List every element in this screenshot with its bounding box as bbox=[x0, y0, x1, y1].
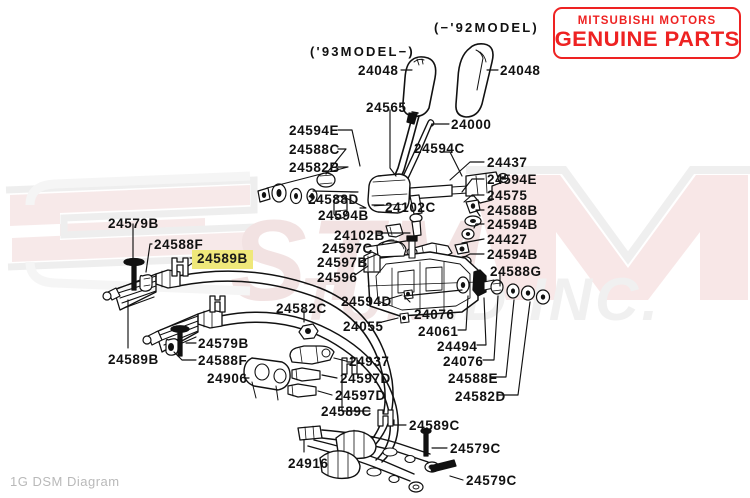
part-label-24588D: 24588D bbox=[308, 192, 359, 207]
part-label-24916: 24916 bbox=[288, 456, 329, 471]
part-label-24579B-b: 24579B bbox=[198, 336, 249, 351]
part-label-24588G: 24588G bbox=[490, 264, 542, 279]
part-label-24597C: 24597C bbox=[322, 241, 373, 256]
part-label-24494: 24494 bbox=[437, 339, 478, 354]
part-label-24589C-b: 24589C bbox=[409, 418, 460, 433]
part-label-24594B-a: 24594B bbox=[487, 217, 538, 232]
part-label-24579B-a: 24579B bbox=[108, 216, 159, 231]
model-note-92: (−'92MODEL) bbox=[434, 20, 539, 35]
part-label-24588C: 24588C bbox=[289, 142, 340, 157]
part-label-24596: 24596 bbox=[317, 270, 358, 285]
part-label-24579C-a: 24579C bbox=[450, 441, 501, 456]
part-label-24076-b: 24076 bbox=[443, 354, 484, 369]
part-label-24055: 24055 bbox=[343, 319, 384, 334]
part-label-24594E-b: 24594E bbox=[487, 172, 538, 187]
part-label-24594C: 24594C bbox=[414, 141, 465, 156]
part-label-24589B-b: 24589B bbox=[108, 352, 159, 367]
part-label-24102C: 24102C bbox=[385, 200, 436, 215]
part-label-24906: 24906 bbox=[207, 371, 248, 386]
part-label-24588F-a: 24588F bbox=[154, 237, 204, 252]
part-label-24597D-b: 24597D bbox=[335, 388, 386, 403]
part-label-24588E: 24588E bbox=[448, 371, 499, 386]
part-label-24437: 24437 bbox=[487, 155, 528, 170]
part-label-24597D-a: 24597D bbox=[340, 371, 391, 386]
part-label-24102B: 24102B bbox=[334, 228, 385, 243]
part-label-24427: 24427 bbox=[487, 232, 528, 247]
part-label-24588B: 24588B bbox=[487, 203, 538, 218]
part-label-24582C: 24582C bbox=[276, 301, 327, 316]
part-label-24000: 24000 bbox=[451, 117, 492, 132]
part-label-24594E-a: 24594E bbox=[289, 123, 340, 138]
mitsubishi-genuine-parts-badge: MITSUBISHI MOTORS GENUINE PARTS bbox=[553, 7, 741, 59]
part-label-24589B-highlighted[interactable]: 24589B bbox=[192, 250, 253, 269]
part-label-24594D: 24594D bbox=[341, 294, 392, 309]
part-label-24597B: 24597B bbox=[317, 255, 368, 270]
part-label-24588F-b: 24588F bbox=[198, 353, 248, 368]
badge-line-2: GENUINE PARTS bbox=[554, 28, 740, 52]
part-label-24061: 24061 bbox=[418, 324, 459, 339]
part-label-24575: 24575 bbox=[487, 188, 528, 203]
part-label-24582D: 24582D bbox=[455, 389, 506, 404]
part-label-24594B-c: 24594B bbox=[318, 208, 369, 223]
model-note-93: ('93MODEL−) bbox=[310, 44, 415, 59]
part-label-24579C-b: 24579C bbox=[466, 473, 517, 488]
part-label-24076-a: 24076 bbox=[414, 307, 455, 322]
part-label-24594B-b: 24594B bbox=[487, 247, 538, 262]
diagram-caption: 1G DSM Diagram bbox=[10, 474, 120, 489]
part-label-24048-92: 24048 bbox=[500, 63, 541, 78]
part-label-24582B: 24582B bbox=[289, 160, 340, 175]
part-label-24589C-a: 24589C bbox=[321, 404, 372, 419]
badge-line-1: MITSUBISHI MOTORS bbox=[577, 14, 717, 27]
part-label-24048-93: 24048 bbox=[358, 63, 399, 78]
part-label-24565: 24565 bbox=[366, 100, 407, 115]
part-label-24937: 24937 bbox=[349, 354, 390, 369]
